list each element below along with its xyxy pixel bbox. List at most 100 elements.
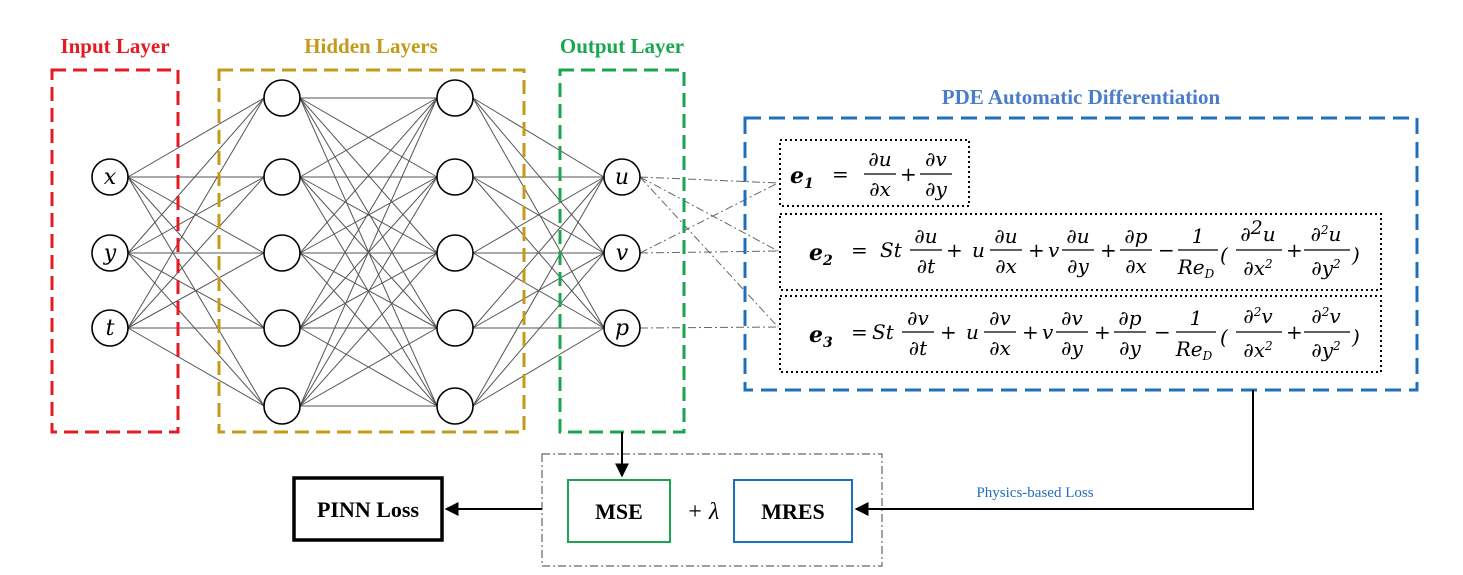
output-equation-link <box>639 176 779 252</box>
connection-line <box>299 97 438 407</box>
svg-text:e1: e1 <box>790 163 814 192</box>
output-node-p-label: p <box>615 316 629 341</box>
svg-text:=: = <box>851 320 868 344</box>
svg-text:∂x: ∂x <box>1125 254 1147 278</box>
connection-line <box>127 252 265 329</box>
svg-text:+: + <box>1094 320 1111 344</box>
connection-line <box>299 327 438 407</box>
mse-label: MSE <box>595 499 643 524</box>
svg-text:∂y: ∂y <box>925 177 947 201</box>
hidden2-node-2 <box>436 158 474 196</box>
svg-text:∂y: ∂y <box>1061 336 1083 360</box>
svg-text:∂x: ∂x <box>869 177 891 201</box>
output-to-equation-links <box>639 176 779 329</box>
svg-text:∂p: ∂p <box>1118 306 1141 330</box>
svg-text:+: + <box>940 320 957 344</box>
connection-line <box>127 176 265 407</box>
connection-line <box>127 97 265 254</box>
output-node-u-label: u <box>615 165 629 190</box>
input-node-t <box>91 309 129 347</box>
hidden1-node-4 <box>263 309 301 347</box>
svg-text:v: v <box>1048 238 1060 262</box>
svg-text:u: u <box>972 238 985 262</box>
svg-text:∂x: ∂x <box>989 336 1011 360</box>
connection-line <box>127 252 265 407</box>
svg-text:e2: e2 <box>809 240 833 269</box>
input-node-y-label: y <box>103 241 117 266</box>
svg-text:St: St <box>880 238 903 262</box>
svg-text:∂u: ∂u <box>1066 224 1089 248</box>
svg-text:(: ( <box>1220 325 1229 349</box>
input-node-y <box>91 234 129 272</box>
svg-text:=: = <box>832 162 849 186</box>
svg-text:+: + <box>946 238 963 262</box>
input-node-x-label: x <box>104 165 117 190</box>
equation-e2: e2 = St ∂u ∂t + u ∂u ∂x + v ∂u ∂y + ∂p ∂… <box>809 217 1360 281</box>
svg-text:∂2v: ∂2v <box>1243 304 1273 328</box>
svg-text:∂u: ∂u <box>914 224 937 248</box>
network-nodes: x y t u v p <box>91 79 641 425</box>
svg-text:∂y: ∂y <box>1067 254 1089 278</box>
hidden-layers-box <box>217 68 526 434</box>
svg-text:1: 1 <box>1190 306 1203 330</box>
svg-text:): ) <box>1351 325 1360 349</box>
input-node-x <box>91 158 129 196</box>
svg-text:u: u <box>966 320 979 344</box>
svg-text:−: − <box>1154 320 1171 344</box>
connection-line <box>472 97 605 178</box>
connection-line <box>472 176 605 407</box>
svg-text:+: + <box>900 162 917 186</box>
svg-text:∂p: ∂p <box>1124 224 1147 248</box>
svg-text:∂v: ∂v <box>925 147 947 171</box>
svg-text:+: + <box>1286 238 1303 262</box>
physics-loss-arrow <box>854 390 1254 516</box>
svg-text:=: = <box>851 238 868 262</box>
hidden1-node-3 <box>263 234 301 272</box>
connection-line <box>472 97 605 329</box>
connection-line <box>127 176 265 254</box>
svg-text:+: + <box>1100 238 1117 262</box>
equation-e2-box <box>779 213 1382 291</box>
connection-line <box>299 97 438 254</box>
svg-text:∂v: ∂v <box>989 306 1011 330</box>
connection-line <box>127 176 265 329</box>
mse-box <box>567 479 671 543</box>
plus-lambda: + λ <box>687 499 720 525</box>
connection-line <box>299 97 438 329</box>
connection-line <box>472 252 605 407</box>
connection-line <box>127 327 265 407</box>
connection-line <box>472 327 605 407</box>
pinn-loss-box <box>292 476 444 542</box>
input-layer-title: Input Layer <box>60 34 169 58</box>
mres-label: MRES <box>761 499 825 524</box>
svg-text:∂y: ∂y <box>1119 336 1141 360</box>
connection-line <box>127 97 265 329</box>
svg-text:+: + <box>1028 238 1045 262</box>
svg-text:e3: e3 <box>809 322 833 351</box>
output-node-v <box>603 234 641 272</box>
pde-title: PDE Automatic Differentiation <box>942 85 1221 109</box>
hidden2-node-4 <box>436 309 474 347</box>
mres-box <box>733 479 853 543</box>
svg-text:v: v <box>1042 320 1054 344</box>
svg-text:1: 1 <box>1192 224 1205 248</box>
output-node-p <box>603 309 641 347</box>
hidden-layers-title: Hidden Layers <box>304 34 438 58</box>
hidden1-node-1 <box>263 79 301 117</box>
pde-box <box>743 116 1419 392</box>
connection-line <box>472 97 605 254</box>
connection-line <box>299 176 438 407</box>
network-connections <box>127 97 605 407</box>
hidden2-node-1 <box>436 79 474 117</box>
svg-text:+: + <box>1022 320 1039 344</box>
output-equation-link <box>639 182 779 254</box>
svg-text:∂x: ∂x <box>995 254 1017 278</box>
physics-loss-label: Physics-based Loss <box>976 485 1093 501</box>
output-equation-link <box>639 326 779 329</box>
output-equation-link <box>639 250 779 254</box>
output-node-v-label: v <box>616 241 629 266</box>
svg-text:(: ( <box>1220 243 1229 267</box>
input-node-t-label: t <box>106 316 115 341</box>
hidden1-node-2 <box>263 158 301 196</box>
